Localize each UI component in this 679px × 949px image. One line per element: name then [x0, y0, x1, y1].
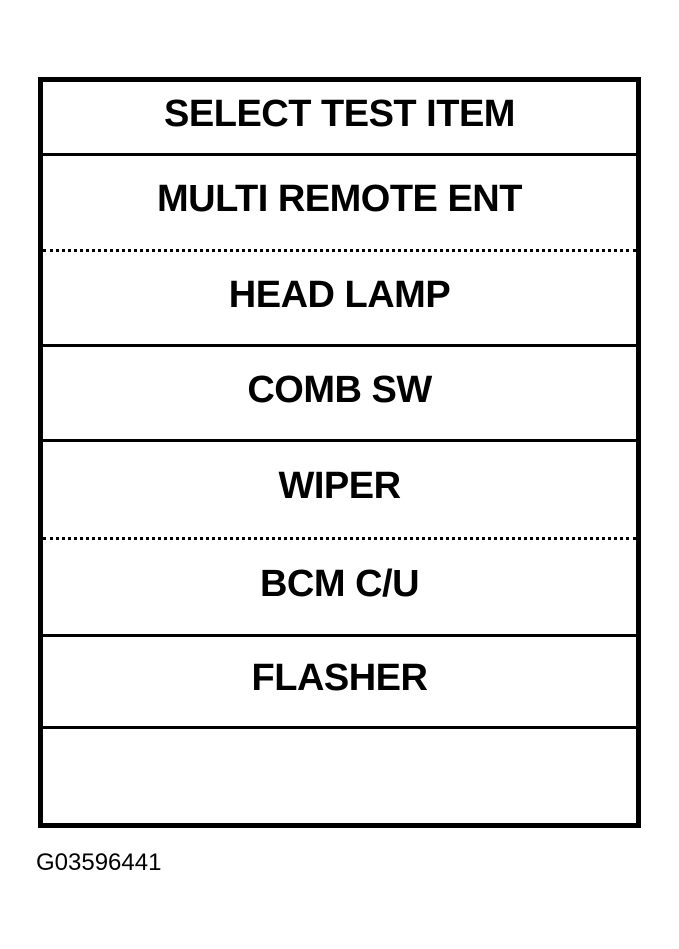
menu-item-flasher[interactable]: FLASHER [43, 637, 636, 729]
menu-item-label: HEAD LAMP [228, 273, 451, 316]
menu-item-label: BCM C/U [259, 562, 420, 605]
menu-title: SELECT TEST ITEM [164, 93, 515, 135]
menu-item-empty [43, 729, 636, 823]
menu-item-bcm-cu[interactable]: BCM C/U [43, 540, 636, 637]
figure-id: G03596441 [36, 849, 162, 876]
menu-title-row: SELECT TEST ITEM [43, 82, 636, 156]
menu-item-wiper[interactable]: WIPER [43, 442, 636, 540]
select-test-item-menu: SELECT TEST ITEM MULTI REMOTE ENT HEAD L… [38, 77, 641, 828]
menu-item-label: WIPER [278, 465, 401, 507]
menu-item-label: COMB SW [247, 368, 432, 411]
menu-item-head-lamp[interactable]: HEAD LAMP [43, 252, 636, 347]
menu-item-multi-remote-ent[interactable]: MULTI REMOTE ENT [43, 156, 636, 252]
menu-item-label: FLASHER [251, 657, 428, 699]
menu-item-comb-sw[interactable]: COMB SW [43, 347, 636, 442]
menu-item-label: MULTI REMOTE ENT [157, 178, 522, 220]
